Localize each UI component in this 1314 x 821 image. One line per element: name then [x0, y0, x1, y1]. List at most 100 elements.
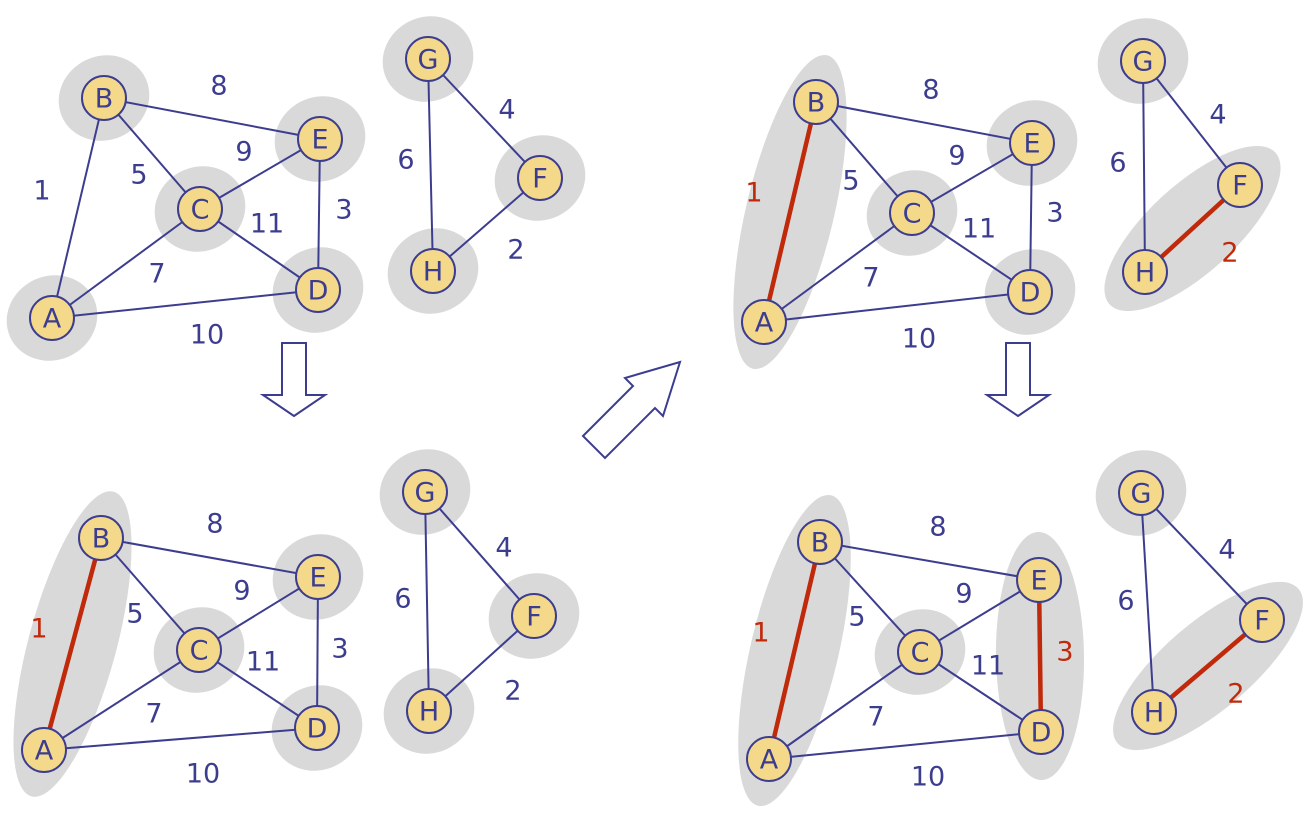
node-step2-c: C	[176, 627, 222, 673]
node-step3-d: D	[1007, 269, 1053, 315]
edge-step1-g-h	[427, 58, 434, 272]
node-circle	[294, 705, 340, 751]
edge-step3-b-e	[815, 101, 1033, 144]
node-circle	[410, 248, 456, 294]
edge-step2-b-e	[100, 537, 319, 578]
node-label: C	[190, 636, 209, 667]
node-step4-e: E	[1016, 557, 1062, 603]
arrow-layer	[259, 342, 1053, 460]
edge-step1-c-d	[199, 208, 319, 291]
node-label: G	[1131, 479, 1152, 510]
edge-step3-c-e	[911, 142, 1033, 214]
edge-weight-step1-b-e: 8	[210, 71, 227, 102]
edge-step2-c-e	[198, 576, 319, 651]
edge-step2-a-d	[43, 727, 318, 751]
edge-weight-step1-a-c: 7	[148, 259, 165, 290]
node-step3-e: E	[1009, 120, 1055, 166]
node-circle	[897, 629, 943, 675]
edge-step1-g-f	[427, 58, 541, 179]
node-step1-e: E	[297, 116, 343, 162]
edge-step2-a-b	[41, 537, 104, 751]
edge-step3-a-b	[761, 101, 819, 323]
node-step1-c: C	[177, 186, 223, 232]
node-circle	[511, 593, 557, 639]
edge-weight-step3-e-d: 3	[1046, 198, 1063, 229]
weight-label-layer: 1859311710462185931171046218593117104621…	[30, 71, 1244, 793]
node-label: H	[1144, 698, 1164, 729]
edge-step1-a-c	[51, 208, 201, 319]
node-label: H	[423, 257, 443, 288]
node-step1-h: H	[410, 248, 456, 294]
edge-weight-step4-a-b: 1	[752, 618, 769, 649]
edge-step1-c-e	[199, 138, 321, 210]
edge-step2-f-h	[428, 615, 535, 712]
edge-weight-step4-c-e: 9	[955, 579, 972, 610]
node-label: C	[911, 638, 930, 669]
node-circle	[1217, 162, 1263, 208]
node-circle	[1009, 120, 1055, 166]
node-step4-b: B	[797, 519, 843, 565]
node-step2-d: D	[294, 705, 340, 751]
node-label: F	[526, 602, 542, 633]
edge-weight-step3-g-h: 6	[1109, 148, 1126, 179]
node-label: A	[760, 745, 779, 776]
node-label: G	[415, 478, 436, 509]
node-step4-g: G	[1118, 470, 1164, 516]
edge-weight-step2-c-e: 9	[233, 576, 250, 607]
node-circle	[1239, 597, 1285, 643]
edge-weight-step2-a-c: 7	[145, 699, 162, 730]
edge-step4-g-f	[1140, 492, 1263, 621]
node-step1-b: B	[81, 75, 127, 121]
node-step3-c: C	[889, 190, 935, 236]
node-circle	[889, 190, 935, 236]
edge-weight-step1-f-h: 2	[507, 235, 524, 266]
node-step4-h: H	[1131, 689, 1177, 735]
edge-step3-a-d	[763, 291, 1031, 323]
edge-step1-e-d	[317, 138, 321, 291]
node-label: G	[418, 45, 439, 76]
edge-weight-step1-b-c: 5	[130, 160, 147, 191]
node-circle	[81, 75, 127, 121]
edge-step4-a-c	[768, 651, 921, 760]
edge-step4-b-c	[819, 541, 921, 653]
node-step4-c: C	[897, 629, 943, 675]
edge-step2-g-f	[424, 491, 535, 617]
node-label: H	[419, 697, 439, 728]
node-step2-f: F	[511, 593, 557, 639]
edge-weight-step3-c-d: 11	[962, 214, 996, 245]
node-label: A	[43, 304, 62, 335]
node-label: F	[532, 164, 548, 195]
node-step1-d: D	[295, 267, 341, 313]
node-label: F	[1254, 606, 1270, 637]
node-label: D	[1031, 718, 1052, 749]
node-label: D	[1020, 278, 1041, 309]
edge-step3-c-d	[911, 212, 1031, 293]
edge-step3-e-d	[1029, 142, 1033, 293]
edge-step2-g-h	[424, 491, 430, 712]
edge-weight-step1-a-d: 10	[190, 320, 224, 351]
node-label: F	[1232, 171, 1248, 202]
edge-step3-g-h	[1142, 60, 1146, 273]
edge-weight-step4-a-d: 10	[911, 762, 945, 793]
edge-step4-g-h	[1140, 492, 1155, 713]
edge-step2-c-d	[198, 649, 318, 729]
node-step1-f: F	[517, 155, 563, 201]
node-step2-e: E	[295, 554, 341, 600]
node-label: E	[309, 563, 326, 594]
node-label: E	[311, 125, 328, 156]
node-label: E	[1023, 129, 1040, 160]
edge-weight-step1-e-d: 3	[335, 195, 352, 226]
edge-weight-step2-a-d: 10	[186, 759, 220, 790]
node-label: D	[307, 714, 328, 745]
node-circle	[177, 186, 223, 232]
node-label: A	[35, 736, 54, 767]
edge-weight-step4-b-e: 8	[929, 512, 946, 543]
edge-weight-step4-c-d: 11	[971, 651, 1005, 682]
node-label: G	[1133, 47, 1154, 78]
edge-weight-step4-a-c: 7	[867, 702, 884, 733]
edge-weight-step2-g-h: 6	[394, 584, 411, 615]
edge-step3-g-f	[1142, 60, 1241, 186]
node-circle	[21, 727, 67, 773]
